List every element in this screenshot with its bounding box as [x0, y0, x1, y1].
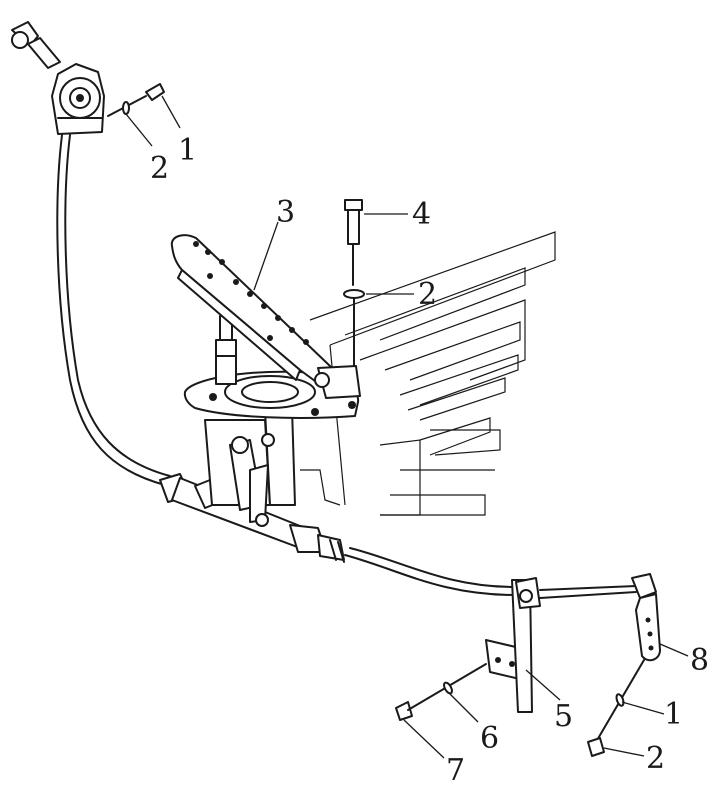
callout-labels: 1 2 3 4 2 8 5 6 1 7 2: [150, 133, 709, 788]
washer-part-1-bottom: [595, 659, 645, 743]
washer-part-6: [443, 681, 453, 695]
floor-panel-outline: [300, 231, 556, 516]
cable-bracket-part-5: [485, 577, 541, 713]
bolt-part-1-top: [107, 83, 165, 117]
washer-part-2-top: [122, 101, 130, 115]
callout-1-bottom: 1: [664, 697, 683, 732]
callout-2-bottom: 2: [646, 741, 665, 776]
bolt-part-2-bottom: [587, 737, 605, 757]
bolt-part-7: [395, 663, 487, 721]
callout-1-top: 1: [178, 133, 197, 168]
callout-6: 6: [480, 721, 499, 756]
callout-8: 8: [690, 643, 709, 678]
throttle-cable: [56, 134, 637, 599]
hand-throttle-lever: [11, 21, 105, 135]
bolt-part-4: [344, 199, 363, 286]
callout-2-top: 2: [150, 151, 169, 186]
callout-5: 5: [554, 699, 573, 734]
pedal-bracket: [204, 407, 296, 527]
callout-4: 4: [412, 197, 431, 232]
callout-leaders: [125, 95, 689, 759]
callout-3: 3: [276, 195, 295, 230]
throttle-lever-arm-part-8: [631, 573, 661, 662]
washer-part-2-centre: [343, 289, 365, 366]
accelerator-pedal-part-3: [170, 234, 361, 399]
callout-2-centre: 2: [418, 277, 437, 312]
callout-7: 7: [446, 753, 465, 788]
